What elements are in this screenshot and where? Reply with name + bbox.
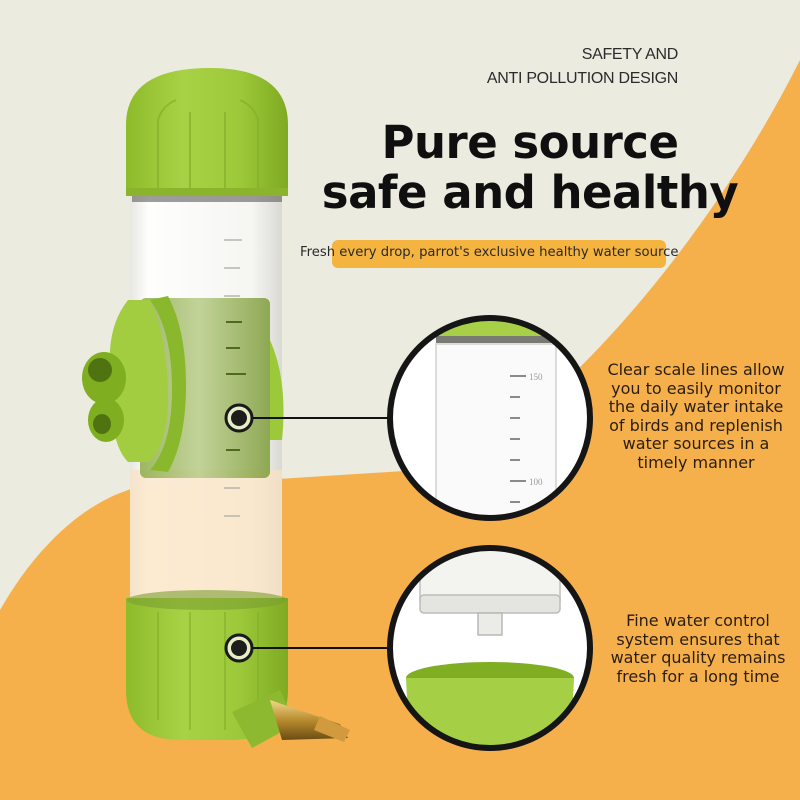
callout-water-control: Fine water control system ensures that w… bbox=[598, 611, 798, 686]
callout-1-line-5: water sources in a bbox=[622, 434, 770, 453]
subline-highlight bbox=[332, 240, 666, 268]
callout-2-line-2: system ensures that bbox=[616, 629, 780, 649]
scale-label-150: 150 bbox=[529, 372, 543, 382]
eyebrow-line-1: SAFETY AND bbox=[581, 46, 679, 63]
eyebrow-text: SAFETY AND ANTI POLLUTION DESIGN bbox=[487, 43, 678, 91]
headline-line-1: Pure source bbox=[381, 116, 679, 169]
callout-1-line-6: timely manner bbox=[637, 452, 755, 472]
callout-1-line-2: you to easily monitor bbox=[611, 378, 781, 398]
headline-line-2: safe and healthy bbox=[321, 166, 739, 219]
callout-1-line-4: of birds and replenish bbox=[609, 415, 783, 435]
callout-2-line-1: Fine water control bbox=[626, 611, 770, 630]
headline: Pure source safe and healthy bbox=[300, 118, 760, 218]
callout-scale-lines: Clear scale lines allow you to easily mo… bbox=[596, 360, 796, 472]
scale-label-100: 100 bbox=[529, 477, 543, 487]
callout-2-line-4: fresh for a long time bbox=[616, 666, 780, 686]
eyebrow-line-2: ANTI POLLUTION DESIGN bbox=[486, 70, 678, 87]
subline: Fresh every drop, parrot's exclusive hea… bbox=[300, 245, 679, 260]
callout-2-line-3: water quality remains bbox=[610, 648, 786, 667]
callout-1-line-1: Clear scale lines allow bbox=[607, 360, 785, 379]
callout-1-line-3: the daily water intake bbox=[608, 397, 784, 416]
